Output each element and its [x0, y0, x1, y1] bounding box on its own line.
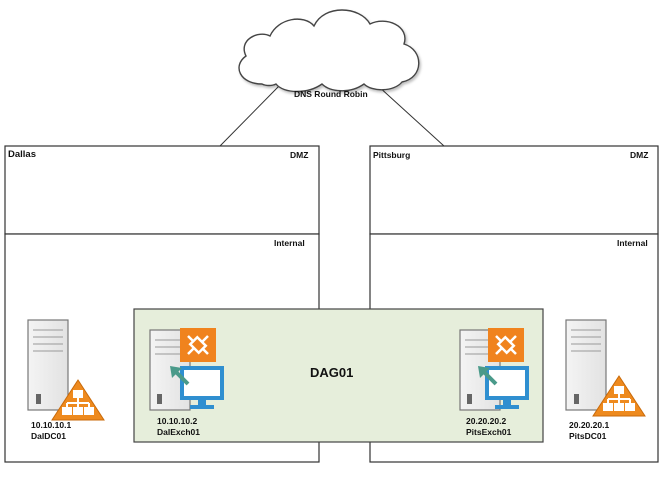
- pittsburg-site-name: Pittsburg: [373, 150, 411, 160]
- exchange-logo-icon: [488, 328, 524, 362]
- arrow-icon: [478, 366, 498, 386]
- pittsburg-internal-label: Internal: [617, 238, 648, 248]
- link-cloud-pittsburg: [376, 84, 445, 147]
- dallas-exchange-ip: 10.10.10.2: [157, 416, 198, 426]
- pittsburg-dc-name: PitsDC01: [569, 431, 607, 441]
- exchange-logo-icon: [180, 328, 216, 362]
- arrow-icon: [170, 366, 190, 386]
- server-tower-icon: [565, 319, 607, 411]
- dallas-dmz-label: DMZ: [290, 150, 309, 160]
- server-tower-icon: [27, 319, 69, 411]
- dallas-dc-name: DalDC01: [31, 431, 66, 441]
- pittsburg-dc-caption: 20.20.20.1 PitsDC01: [569, 420, 609, 442]
- dallas-exchange-caption: 10.10.10.2 DalExch01: [157, 416, 200, 438]
- dallas-dc-ip: 10.10.10.1: [31, 420, 72, 430]
- pittsburg-dmz-zone: [369, 145, 659, 235]
- cloud-icon: [238, 9, 420, 93]
- dallas-dc-caption: 10.10.10.1 DalDC01: [31, 420, 71, 442]
- dallas-internal-label: Internal: [274, 238, 305, 248]
- pittsburg-dc-ip: 20.20.20.1: [569, 420, 610, 430]
- dallas-exchange-name: DalExch01: [157, 427, 200, 437]
- active-directory-icon: [592, 375, 646, 417]
- link-cloud-dallas: [219, 84, 281, 147]
- dallas-site-name: Dallas: [8, 149, 36, 160]
- pittsburg-exchange-caption: 20.20.20.2 PitsExch01: [466, 416, 511, 438]
- dag-label: DAG01: [310, 365, 354, 380]
- dallas-dmz-zone: [4, 145, 320, 235]
- pittsburg-exchange-name: PitsExch01: [466, 427, 512, 437]
- active-directory-icon: [51, 379, 105, 421]
- cloud-label: DNS Round Robin: [294, 89, 368, 99]
- pittsburg-exchange-ip: 20.20.20.2: [466, 416, 507, 426]
- pittsburg-dmz-label: DMZ: [630, 150, 649, 160]
